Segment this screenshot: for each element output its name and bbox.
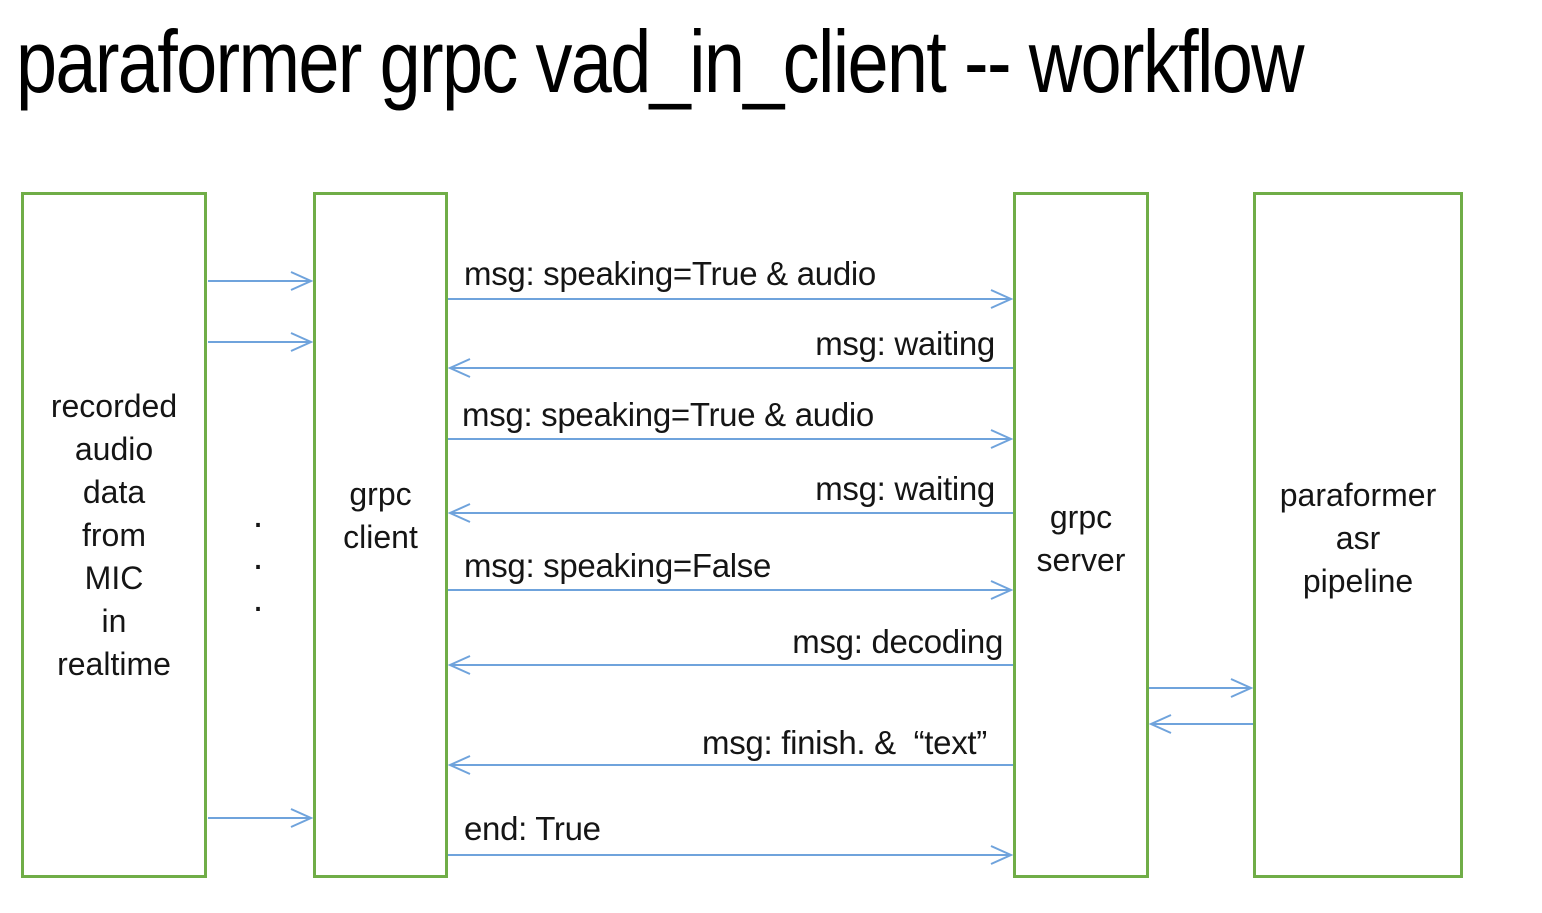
- message-label-finish-text: msg: finish. & “text”: [702, 724, 987, 761]
- message-label-decoding: msg: decoding: [792, 623, 1003, 660]
- node-paraformer-asr-pipeline: paraformer asr pipeline: [1253, 192, 1463, 878]
- node-paraformer-asr-pipeline-label: paraformer asr pipeline: [1279, 476, 1437, 599]
- diagram-title: paraformer grpc vad_in_client -- workflo…: [16, 12, 1305, 111]
- message-label-waiting-2: msg: waiting: [815, 470, 995, 507]
- arrow-mic-to-client-3: [208, 808, 314, 828]
- arrow-paraformer-to-server: [1148, 714, 1253, 734]
- node-grpc-server-label: grpc server: [1036, 499, 1126, 578]
- continuation-dots: . . .: [252, 494, 264, 620]
- node-grpc-client-label: grpc client: [343, 476, 418, 555]
- message-label-waiting-1: msg: waiting: [815, 325, 995, 362]
- node-recorded-audio: recorded audio data from MIC in realtime: [21, 192, 207, 878]
- node-grpc-server: grpc server: [1013, 192, 1149, 878]
- arrow-mic-to-client-2: [208, 332, 314, 352]
- message-label-speaking-true-1: msg: speaking=True & audio: [464, 255, 876, 292]
- node-grpc-client: grpc client: [313, 192, 448, 878]
- arrow-server-to-paraformer: [1149, 678, 1254, 698]
- message-label-speaking-true-2: msg: speaking=True & audio: [462, 396, 874, 433]
- node-recorded-audio-label: recorded audio data from MIC in realtime: [50, 387, 178, 682]
- message-label-speaking-false: msg: speaking=False: [464, 547, 772, 584]
- message-label-end-true: end: True: [464, 810, 601, 847]
- arrow-mic-to-client-1: [208, 271, 314, 291]
